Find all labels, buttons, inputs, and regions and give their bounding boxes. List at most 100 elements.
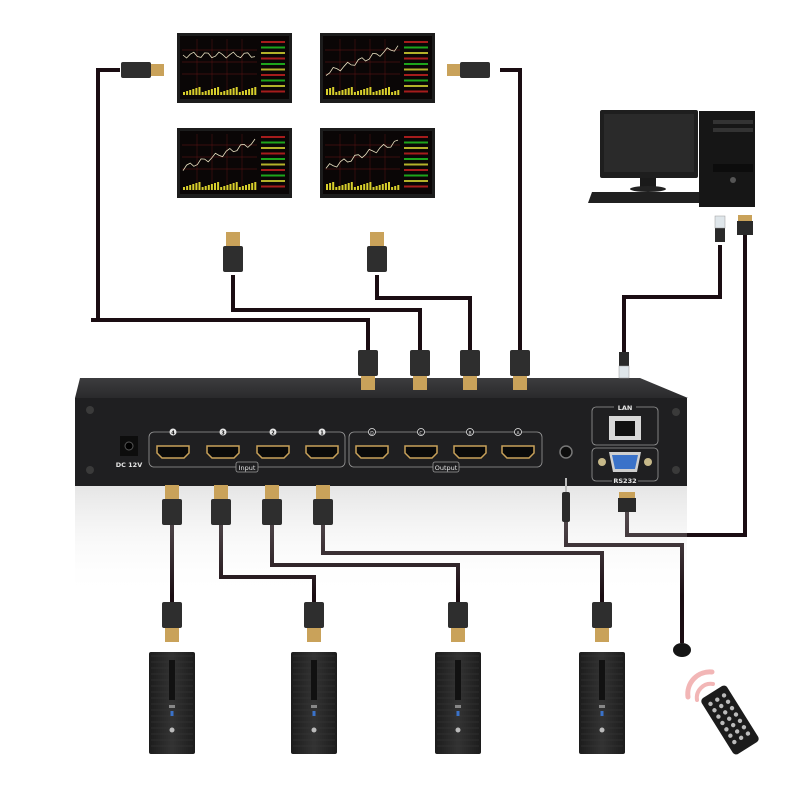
volume-bar [232, 183, 235, 190]
ir-jack-plug [562, 478, 570, 522]
volume-bar [245, 90, 247, 95]
remote-button [730, 722, 736, 728]
hdmi-source-plug [448, 602, 468, 642]
plug-body [121, 62, 151, 78]
volume-bar [353, 187, 356, 190]
remote-button [729, 705, 735, 711]
volume-bar [232, 88, 235, 95]
plug-body [410, 350, 430, 376]
displays [177, 33, 435, 198]
remote-button [719, 703, 724, 709]
volume-bar [189, 90, 192, 95]
plug-tip [370, 232, 384, 246]
input-port-number: 1 [320, 430, 324, 436]
input-port-2 [256, 445, 290, 459]
hdmi-output-plug [510, 350, 530, 390]
volume-bar [335, 187, 338, 190]
volume-bar [223, 91, 226, 95]
remote-button [745, 731, 751, 736]
hdmi-output-plug [460, 350, 480, 390]
hdmi-display-plug [121, 62, 164, 78]
lan-label: LAN [618, 404, 633, 412]
power-button-icon [311, 727, 317, 733]
quote-row [404, 169, 428, 171]
volume-bar [357, 186, 359, 190]
volume-bar [388, 182, 390, 190]
drive-bay [455, 660, 461, 700]
quote-row [261, 158, 285, 160]
db9-body [618, 498, 636, 512]
volume-bar [238, 187, 241, 190]
volume-bar [344, 89, 347, 95]
rj45-tip [618, 365, 630, 379]
volume-bar [241, 91, 244, 95]
volume-bar [210, 184, 213, 190]
input-port-badge [169, 428, 177, 436]
price-line [182, 51, 256, 59]
drive-bay [311, 660, 317, 700]
db9-shell [738, 215, 752, 221]
cable [91, 318, 370, 352]
output-port-letter: A [516, 430, 520, 436]
input-port-badge [269, 428, 277, 436]
volume-bar [394, 186, 397, 190]
quote-row [404, 158, 428, 160]
output-port-C [404, 445, 438, 459]
remote-button [716, 714, 721, 719]
cable [500, 68, 522, 352]
usb-port [456, 711, 460, 716]
volume-bar [251, 183, 254, 190]
input-group-label: Input [239, 464, 256, 472]
volume-bar [201, 187, 204, 190]
lan-plug-device [618, 352, 630, 379]
volume-bar [357, 91, 359, 95]
volume-bar [326, 184, 328, 190]
rs232-plug-pc [737, 215, 753, 235]
remote-button [741, 725, 747, 730]
price-line [182, 138, 256, 171]
display-1 [177, 33, 292, 103]
quote-row [261, 147, 285, 149]
jack-tip [565, 478, 567, 492]
volume-bar [391, 187, 394, 190]
hdmi-source-plug [592, 602, 612, 642]
output-port-badge [368, 428, 376, 436]
output-port-A [501, 445, 535, 459]
source-pc-1 [149, 652, 195, 754]
input-port-number: 3 [221, 430, 225, 436]
remote-button [723, 710, 728, 715]
quote-row [404, 180, 428, 182]
volume-bar [372, 92, 375, 95]
screw [672, 466, 680, 474]
volume-bar [378, 185, 381, 190]
power-label: DC 12V [116, 461, 143, 469]
volume-bar [186, 91, 189, 95]
ir-signal-icon [685, 669, 715, 700]
output-port-D [355, 445, 389, 459]
remote-button [738, 735, 744, 741]
volume-bar [369, 87, 372, 95]
quote-row [404, 152, 428, 155]
input-port-4 [156, 445, 190, 459]
jack-body [562, 492, 570, 522]
quote-row [404, 85, 428, 87]
hdmi-display-plug [223, 232, 243, 272]
price-line [325, 45, 399, 76]
quote-row [404, 147, 428, 149]
quote-row [261, 136, 285, 138]
hdmi-input-plug [211, 485, 231, 525]
plug-tip [361, 376, 375, 390]
volume-bar [369, 182, 372, 190]
quote-row [261, 57, 285, 60]
volume-bar [381, 184, 384, 190]
cable [375, 275, 472, 352]
hdmi-output-plug [410, 350, 430, 390]
hdmi-port-shape [156, 445, 190, 459]
remote-button [721, 693, 727, 698]
remote-button [725, 699, 731, 704]
volume-bar [204, 186, 207, 190]
volume-bar [192, 89, 195, 95]
volume-bar [195, 183, 198, 190]
drive-bay [599, 660, 605, 700]
